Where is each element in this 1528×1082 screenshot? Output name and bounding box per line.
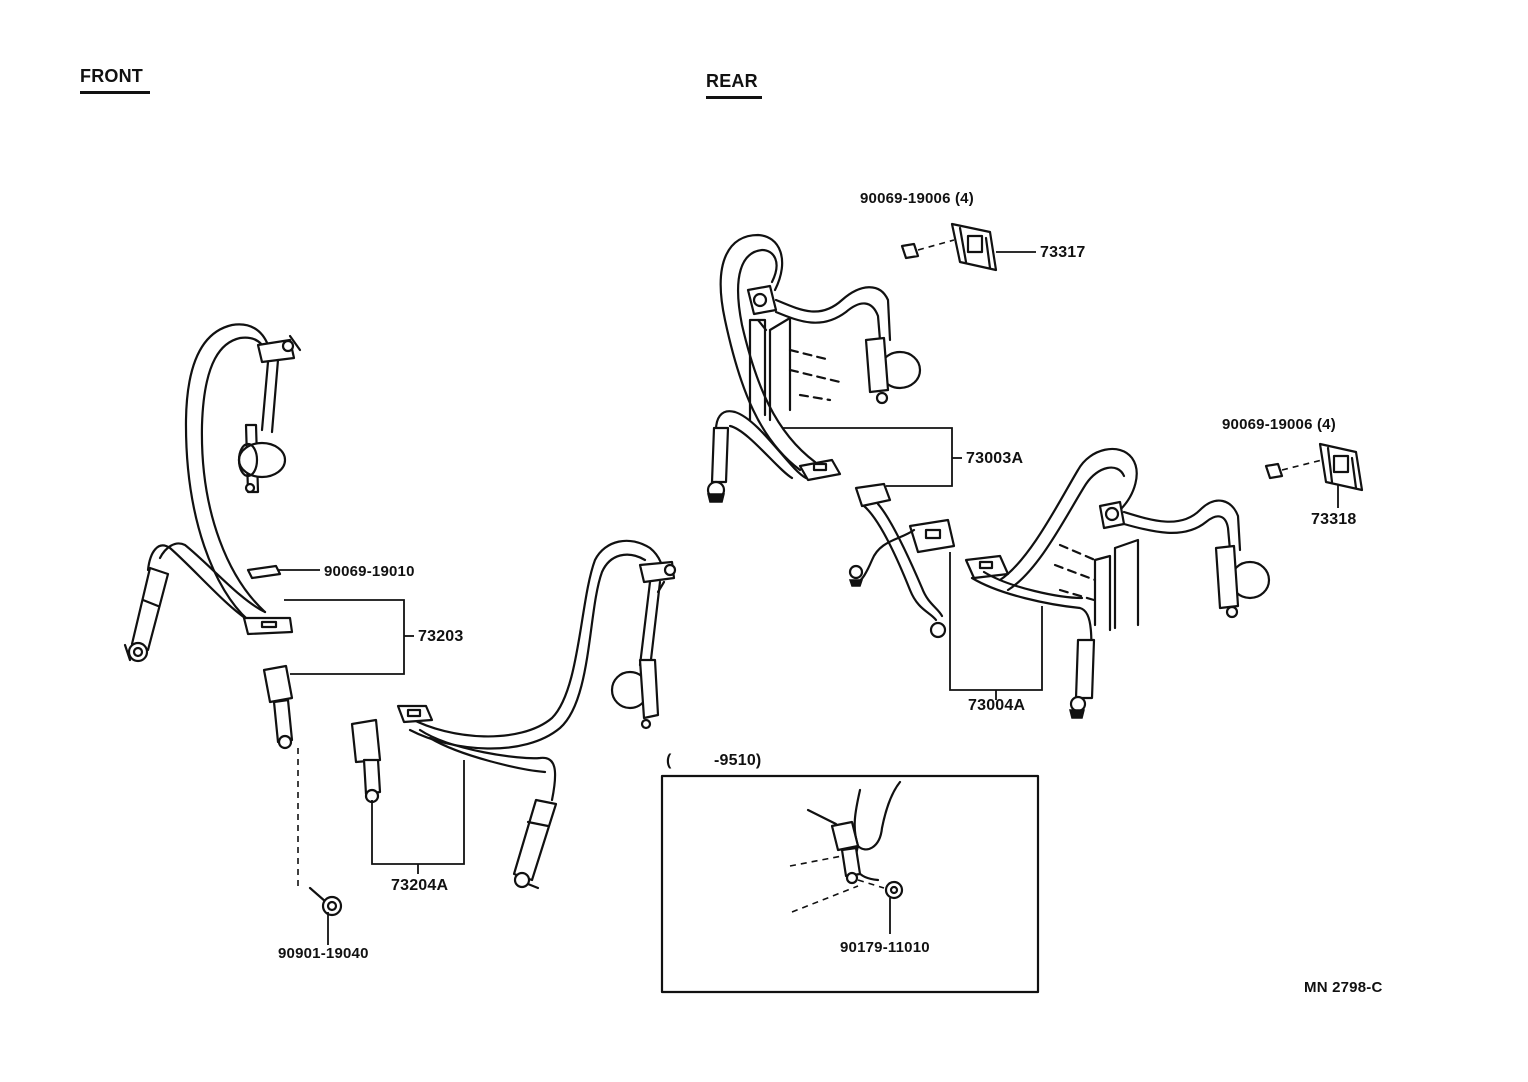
front-left-belt	[123, 323, 343, 917]
inset-box	[660, 774, 1040, 994]
front-right-belt	[350, 539, 677, 890]
rear-center-belt	[848, 448, 1271, 719]
inset-range-end: -9510)	[714, 752, 762, 769]
drawing-code: MN 2798-C	[1304, 979, 1383, 996]
part-label-73318: 73318	[1311, 511, 1357, 528]
part-label-73204A: 73204A	[391, 877, 449, 894]
rear-left-belt	[706, 233, 922, 503]
bracket-73317	[900, 222, 998, 272]
part-label-90179-11010: 90179-11010	[840, 939, 930, 956]
inset-range-open: (	[666, 752, 672, 769]
part-label-90069-19006-top: 90069-19006 (4)	[860, 190, 974, 207]
rear-leaders	[782, 251, 1339, 700]
part-label-90069-19010: 90069-19010	[324, 563, 415, 580]
part-label-73203: 73203	[418, 628, 464, 645]
leaders-73204A	[371, 760, 465, 874]
front-section-heading: FRONT	[80, 67, 150, 94]
bracket-73318	[1264, 442, 1364, 492]
part-label-73003A: 73003A	[966, 450, 1024, 467]
front-leaders	[278, 569, 414, 945]
part-label-73317: 73317	[1040, 244, 1086, 261]
part-label-90069-19006-right: 90069-19006 (4)	[1222, 416, 1336, 433]
rear-section-heading: REAR	[706, 72, 762, 99]
part-label-90901-19040: 90901-19040	[278, 945, 369, 962]
part-label-73004A: 73004A	[968, 697, 1026, 714]
